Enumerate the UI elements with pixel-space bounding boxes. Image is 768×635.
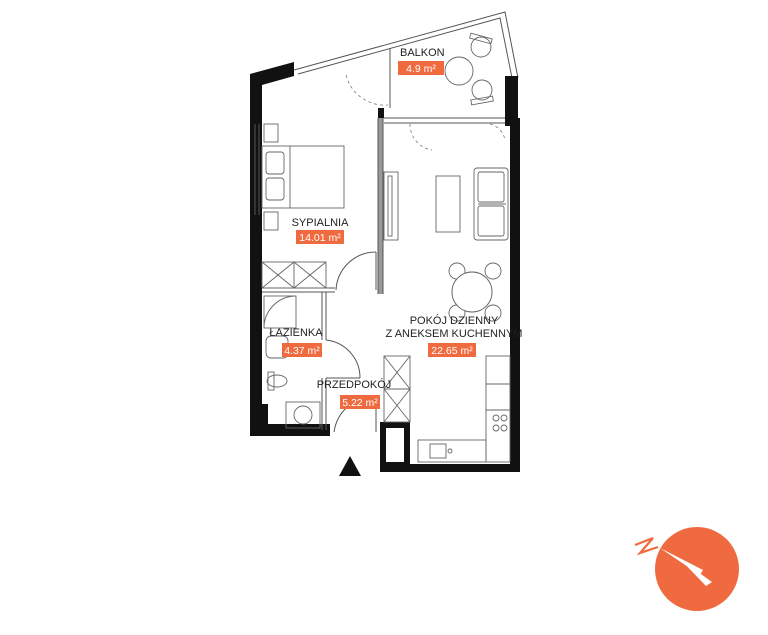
room-name-pokoj-line2: Z ANEKSEM KUCHENNYM [386, 328, 523, 340]
room-label-balkon: BALKON 4.9 m² [398, 47, 445, 75]
room-label-lazienka: ŁAZIENKA 4.37 m² [269, 327, 323, 357]
room-label-pokoj: POKÓJ DZIENNY Z ANEKSEM KUCHENNYM 22.65 … [386, 314, 523, 357]
room-label-przedpokoj: PRZEDPOKÓJ 5.22 m² [317, 378, 392, 409]
area-value-sypialnia: 14.01 m² [299, 232, 341, 244]
area-value-pokoj: 22.65 m² [431, 345, 473, 357]
compass-icon [634, 527, 739, 611]
bedroom-furniture [261, 123, 345, 289]
area-value-przedpokoj: 5.22 m² [342, 397, 378, 409]
area-badge-lazienka [282, 343, 322, 357]
room-name-przedpokoj: PRZEDPOKÓJ [317, 378, 392, 391]
area-value-balkon: 4.9 m² [406, 63, 436, 75]
balcony-furniture [444, 32, 494, 106]
room-name-lazienka: ŁAZIENKA [269, 327, 323, 339]
living-furniture [383, 167, 511, 463]
north-indicator-icon [634, 536, 659, 556]
room-name-balkon: BALKON [400, 47, 445, 59]
area-badge-sypialnia [296, 230, 344, 244]
balcony-outline [293, 11, 519, 108]
bathroom-fixtures [263, 295, 321, 429]
windows [254, 117, 505, 215]
room-label-sypialnia: SYPIALNIA 14.01 m² [292, 217, 350, 244]
room-name-sypialnia: SYPIALNIA [292, 217, 350, 229]
room-name-pokoj-line1: POKÓJ DZIENNY [410, 314, 499, 327]
area-badge-pokoj [428, 343, 476, 357]
area-badge-przedpokoj [340, 395, 380, 409]
entrance-arrow-icon [339, 456, 361, 476]
area-badge-balkon [398, 61, 444, 75]
area-value-lazienka: 4.37 m² [284, 345, 320, 357]
